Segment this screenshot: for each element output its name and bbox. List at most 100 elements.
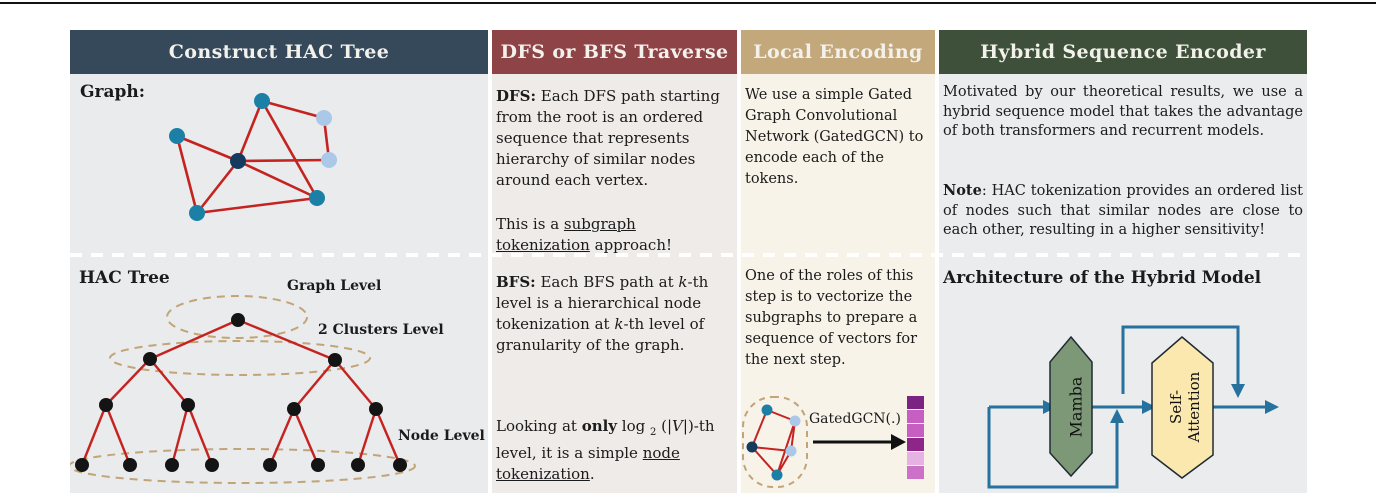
panel-construct-hac-tree: Graph: [70,74,488,493]
vector-square [907,424,924,437]
gcn-arrow-head [891,434,906,450]
tree-node [369,402,383,416]
bfs-label: BFS: [496,273,536,291]
self-attention-label-line2: Attention [1185,371,1203,443]
self-attention-label-line1: Self- [1167,390,1185,424]
mini-edge [776,420,796,476]
tree-node [287,402,301,416]
tree-leaf [123,458,137,472]
looking-paragraph: Looking at only log 2 (|V|)-th level, it… [496,416,733,485]
graph-edge [261,99,325,120]
header-hybrid-sequence-encoder: Hybrid Sequence Encoder [939,30,1307,74]
tree-edge [149,358,189,406]
mini-node-teal [761,404,773,416]
mini-node-teal [771,469,783,481]
panel-local-encoding: We use a simple Gated Graph Convolutiona… [741,74,935,493]
header-local-encoding: Local Encoding [741,30,935,74]
clusters-level-ellipse [109,340,371,376]
note-label: Note [943,182,982,199]
mamba-label: Mamba [1067,376,1086,437]
tree-node [328,353,342,367]
local-encoding-top-text: We use a simple Gated Graph Convolutiona… [745,87,924,187]
looking-only: only [581,417,618,435]
graph-edge [237,158,330,163]
graph-edge [195,160,240,214]
vector-square [907,466,924,479]
graph-node-teal [189,205,205,221]
graph-edge [176,134,239,163]
mini-node-navy [746,441,758,453]
hybrid-note-paragraph: Note: HAC tokenization provides an order… [943,181,1303,241]
subgraph-pre: This is a [496,215,564,233]
tree-edge [292,408,320,466]
subgraph-paragraph: This is a subgraph tokenization approach… [496,214,733,256]
looking-underlined: node tokenization [496,444,680,483]
graph-node-teal [254,93,270,109]
row-divider-dashed [70,253,1307,257]
token-dashed-outline [742,396,808,488]
graph-node-teal [309,190,325,206]
vector-square [907,410,924,423]
tree-edge [334,359,377,410]
graph-level-ellipse [166,295,308,339]
graph-node-navy [230,153,246,169]
bfs-text: -th level is a hierarchical node tokeniz… [496,273,709,333]
vector-square [907,452,924,465]
graph-edge [260,100,319,199]
tree-edge [268,408,296,466]
dfs-text: Each DFS path starting from the root is … [496,87,720,189]
hac-tree-label: HAC Tree [79,268,170,288]
subgraph-underlined: subgraph tokenization [496,215,636,254]
graph-label: Graph: [80,82,146,102]
looking-text: (| [656,417,673,435]
tree-leaf [75,458,89,472]
top-skip-line [1121,325,1240,394]
mini-node-lightblue [785,445,797,457]
mini-edge [751,446,778,476]
tree-edge [170,404,190,466]
log-subscript: 2 [649,427,657,438]
tree-edge [374,408,402,466]
output-arrowhead [1265,400,1279,414]
looking-text: Looking at [496,417,582,435]
bottom-skip-arrowhead [1110,409,1124,423]
mid-arrowhead [1142,400,1156,414]
tree-edge [356,408,378,466]
node-level-ellipse [70,448,416,484]
hac-tree-figure [70,295,416,484]
tree-edge [80,404,108,466]
graph-node-lightblue [316,110,332,126]
bfs-text: -th level of granularity of the graph. [496,315,705,354]
graph-edge [237,159,318,200]
panel-dfs-bfs-traverse: DFS: Each DFS path starting from the roo… [492,74,737,493]
top-rule [0,2,1376,4]
subgraph-post: approach! [589,236,673,254]
tree-edge [105,358,151,406]
vector-stack [907,396,924,479]
graph-figure [169,93,337,221]
tree-edge [186,404,214,466]
dfs-paragraph: DFS: Each DFS path starting from the roo… [496,86,733,191]
dfs-label: DFS: [496,87,537,105]
graph-node-teal [169,128,185,144]
top-skip-arrowhead [1231,384,1245,398]
subgraph-token-figure [742,396,906,488]
hybrid-architecture-figure: Mamba Self- Attention [987,325,1279,489]
graph-edge [175,135,199,214]
tree-edge [104,404,132,466]
graph-edge [236,100,264,162]
tree-edge [149,318,239,361]
local-encoding-bottom-text: One of the roles of this step is to vect… [745,268,918,368]
note-text: : HAC tokenization provides an ordered l… [943,183,1303,238]
architecture-title: Architecture of the Hybrid Model [943,268,1262,288]
mamba-block [1049,335,1093,478]
hybrid-top-text: Motivated by our theoretical results, we… [943,84,1303,139]
panel-hybrid-sequence-encoder: Motivated by our theoretical results, we… [939,74,1307,493]
bfs-k: k [678,273,688,291]
header-dfs-bfs-traverse: DFS or BFS Traverse [492,30,737,74]
graph-node-lightblue [321,152,337,168]
tree-leaf [205,458,219,472]
tree-node [99,398,113,412]
tree-node [181,398,195,412]
bottom-skip-line [987,407,1119,489]
